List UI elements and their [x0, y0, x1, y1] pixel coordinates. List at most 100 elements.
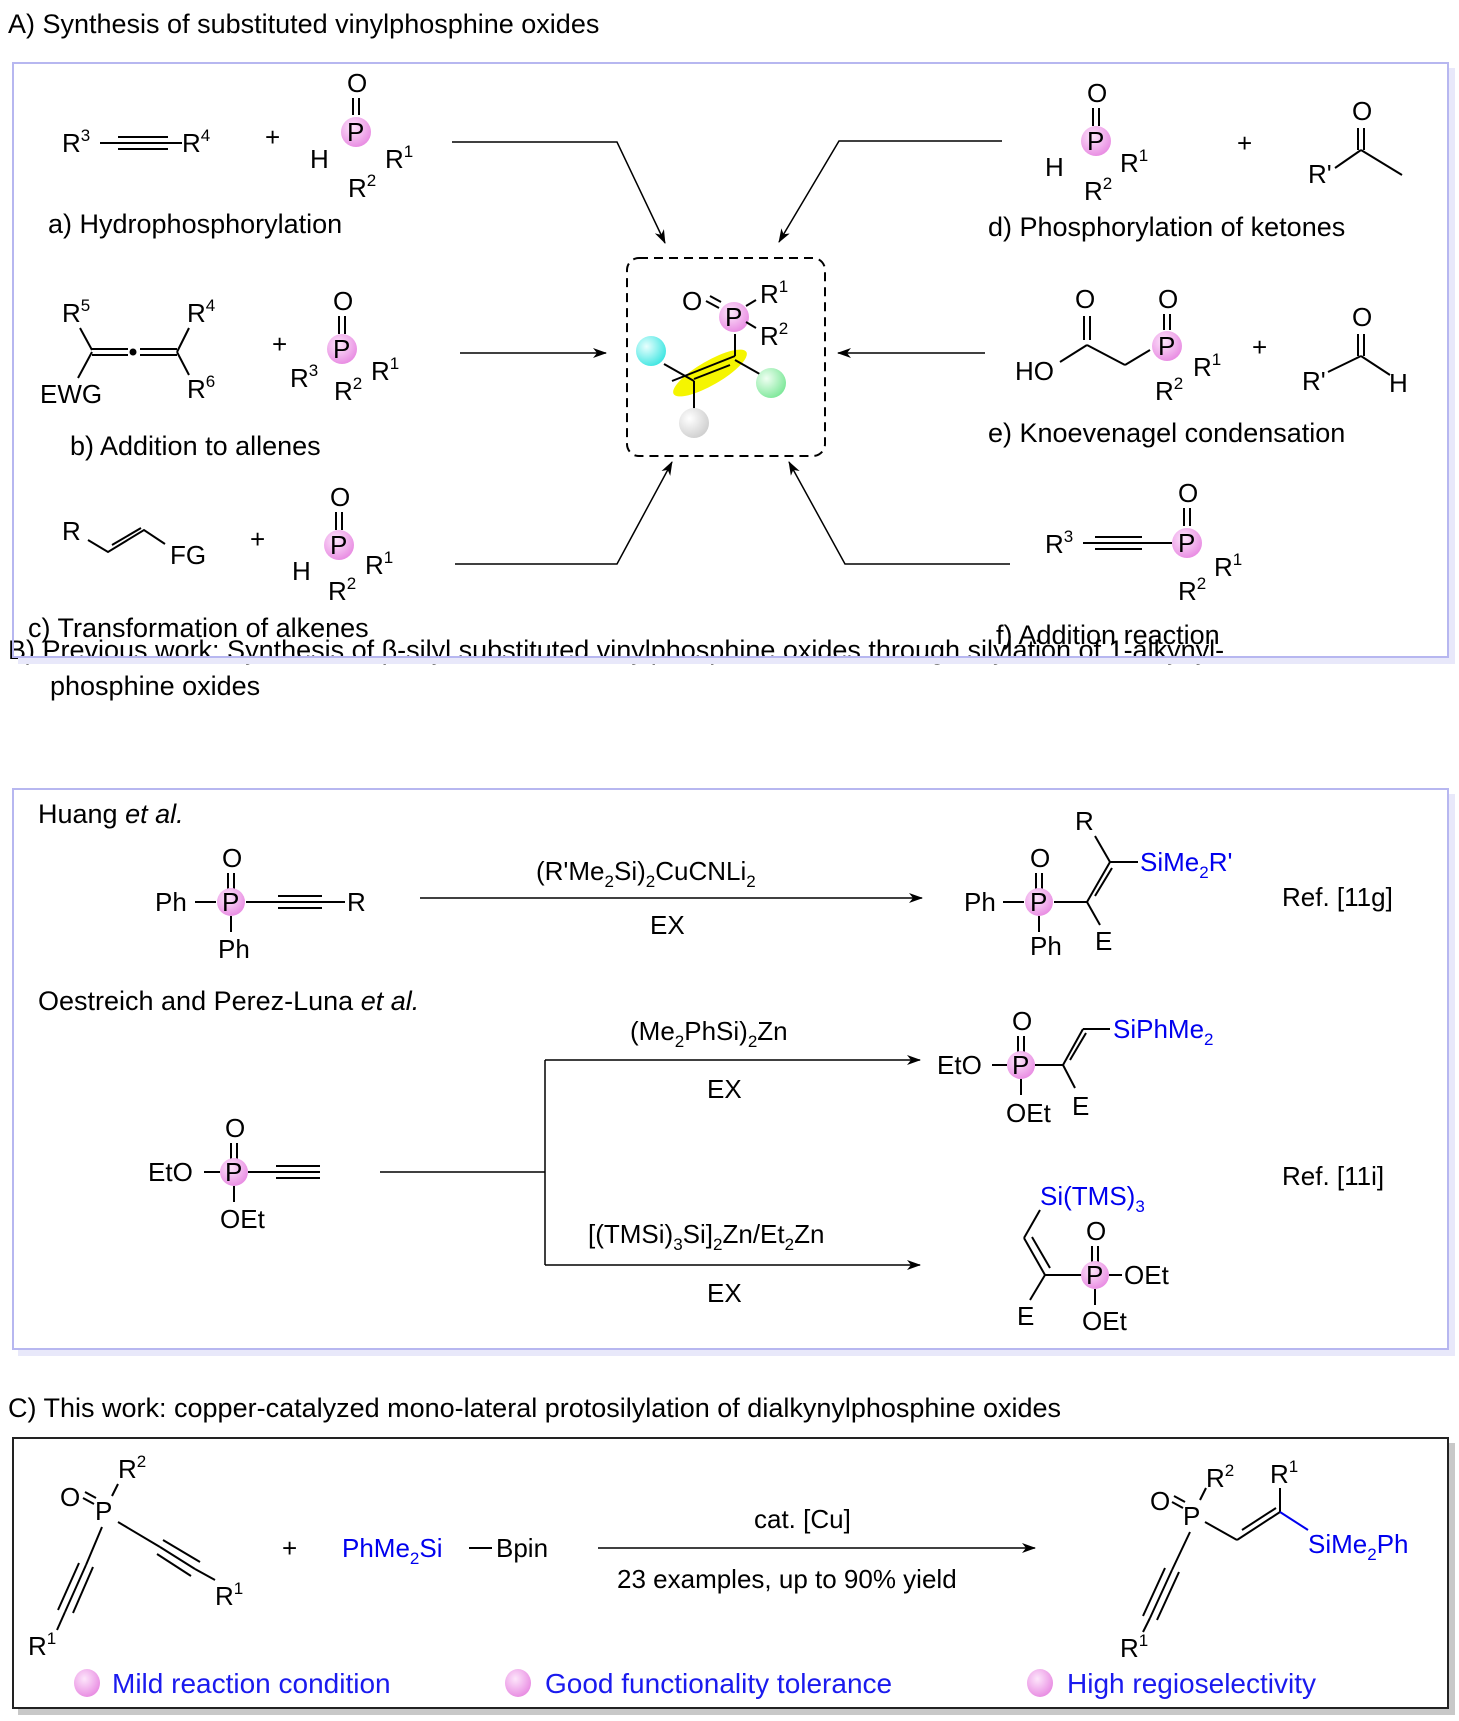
arrow-f	[788, 461, 1010, 565]
route-b: R5 R4 EWG R6 + O P R3 R1 R2 b) Addition …	[40, 286, 399, 461]
plus-sign: +	[265, 122, 280, 152]
panel-b-title-line2: phosphine oxides	[50, 671, 261, 701]
grey-substituent-ball	[679, 408, 709, 438]
arrow-c	[455, 461, 673, 565]
atom-r1: R1	[215, 1579, 243, 1611]
atom-rprime: R'	[1302, 366, 1326, 396]
atom-e: E	[1072, 1091, 1089, 1121]
atom-o: O	[1352, 96, 1372, 126]
atom-oet: OEt	[1006, 1098, 1052, 1128]
protosilylation-product: O P R2 R1 SiMe2Ph R1	[1120, 1457, 1409, 1663]
atom-eto: EtO	[937, 1050, 982, 1080]
plus-sign: +	[272, 329, 287, 359]
oestreich-reagent-top: (Me2PhSi)2Zn	[630, 1016, 788, 1051]
atom-r5: R5	[62, 296, 90, 328]
atom-r4: R4	[182, 126, 210, 158]
atom-h: H	[310, 144, 329, 174]
atom-p: P	[1183, 1501, 1200, 1531]
phosphorus-highlight	[341, 117, 371, 147]
atom-r6: R6	[187, 372, 215, 404]
atom-r1: R1	[385, 142, 413, 174]
bullet-icon	[74, 1669, 100, 1697]
atom-r: R	[347, 887, 366, 917]
route-d: O P H R1 R2 + O R' d) Phosphorylation of…	[988, 78, 1403, 242]
atom-o: O	[1030, 843, 1050, 873]
phosphorus-highlight	[1152, 331, 1182, 361]
bullet-icon	[505, 1669, 531, 1697]
atom-ph: Ph	[155, 887, 187, 917]
green-substituent-ball	[756, 368, 786, 398]
atom-r1: R1	[760, 277, 788, 309]
atom-r1: R1	[28, 1629, 56, 1661]
atom-ph: Ph	[218, 934, 250, 964]
silyl-reagent: PhMe2Si	[342, 1533, 443, 1568]
atom-r1: R1	[371, 354, 399, 386]
atom-o: O	[330, 482, 350, 512]
atom-r2: R2	[348, 171, 376, 203]
atom-h: H	[1389, 368, 1408, 398]
arrow-d	[778, 140, 1002, 243]
huang-author: Huang et al.	[38, 799, 184, 829]
route-e-label: e) Knoevenagel condensation	[988, 418, 1345, 448]
route-f-label: f) Addition reaction	[996, 620, 1220, 650]
panel-b-frame	[12, 788, 1449, 1350]
huang-condition: EX	[650, 910, 685, 940]
route-f: R3 O P R1 R2 f) Addition reaction	[996, 478, 1242, 650]
atom-p: P	[1086, 1260, 1103, 1290]
plus-sign: +	[250, 524, 265, 554]
atom-o: O	[222, 843, 242, 873]
atom-ewg: EWG	[40, 379, 102, 409]
atom-r3: R3	[290, 361, 318, 393]
route-c: R FG + O P H R1 R2 c) Transformation of …	[28, 482, 393, 643]
atom-r3: R3	[1045, 527, 1073, 559]
oestreich-condition-top: EX	[707, 1074, 742, 1104]
route-d-label: d) Phosphorylation of ketones	[988, 212, 1345, 242]
bullet-icon	[1027, 1669, 1053, 1697]
phosphorus-highlight	[327, 334, 357, 364]
atom-p: P	[95, 1496, 112, 1526]
oestreich-reactant: O P EtO OEt	[148, 1113, 320, 1234]
panel-a-frame	[12, 62, 1449, 658]
atom-r1: R1	[1193, 350, 1221, 382]
plus-sign: +	[1237, 128, 1252, 158]
atom-p: P	[330, 530, 347, 560]
silyl-group: SiMe2Ph	[1308, 1529, 1409, 1564]
atom-o: O	[1086, 1216, 1106, 1246]
ref-11g: Ref. [11g]	[1282, 882, 1393, 912]
oestreich-product-bottom: Si(TMS)3 E O P OEt OEt	[1017, 1181, 1170, 1336]
atom-r2: R2	[1178, 574, 1206, 606]
atom-p: P	[1030, 887, 1047, 917]
atom-ho: HO	[1015, 356, 1054, 386]
plus-sign: +	[282, 1533, 297, 1563]
atom-r2: R2	[334, 374, 362, 406]
atom-o: O	[225, 1113, 245, 1143]
atom-r: R	[62, 516, 81, 546]
huang-reactant: O P Ph R Ph	[155, 843, 366, 964]
atom-rprime: R'	[1308, 159, 1332, 189]
atom-p: P	[347, 117, 364, 147]
atom-o: O	[347, 68, 367, 98]
atom-r2: R2	[1084, 174, 1112, 206]
atom-p: P	[1158, 331, 1175, 361]
route-a: R3 R4 + O P H R1 R2 a) Hydrophosphorylat…	[48, 68, 413, 239]
target-vinylphosphine-oxide: P O R1 R2	[626, 257, 826, 457]
scope: 23 examples, up to 90% yield	[617, 1564, 957, 1594]
atom-eto: EtO	[148, 1157, 193, 1187]
phosphorus-highlight	[220, 1158, 248, 1186]
atom-r4: R4	[187, 296, 215, 328]
atom-h: H	[292, 556, 311, 586]
plus-sign: +	[1252, 332, 1267, 362]
phosphorus-highlight	[1081, 1261, 1109, 1289]
atom-oet: OEt	[220, 1204, 266, 1234]
silylborane-reagent: PhMe2Si Bpin	[342, 1533, 548, 1568]
arrow-a	[452, 141, 666, 244]
panel-c-title: C) This work: copper-catalyzed mono-late…	[8, 1393, 1062, 1423]
phosphorus-highlight	[217, 888, 245, 916]
atom-fg: FG	[170, 540, 206, 570]
phosphorus-highlight	[324, 530, 354, 560]
atom-e: E	[1095, 926, 1112, 956]
route-e: O HO O P R1 R2 + O R' H e) Knoevenagel c…	[988, 284, 1408, 448]
atom-r2: R2	[1206, 1461, 1234, 1493]
feature-functionality: Good functionality tolerance	[545, 1668, 892, 1699]
